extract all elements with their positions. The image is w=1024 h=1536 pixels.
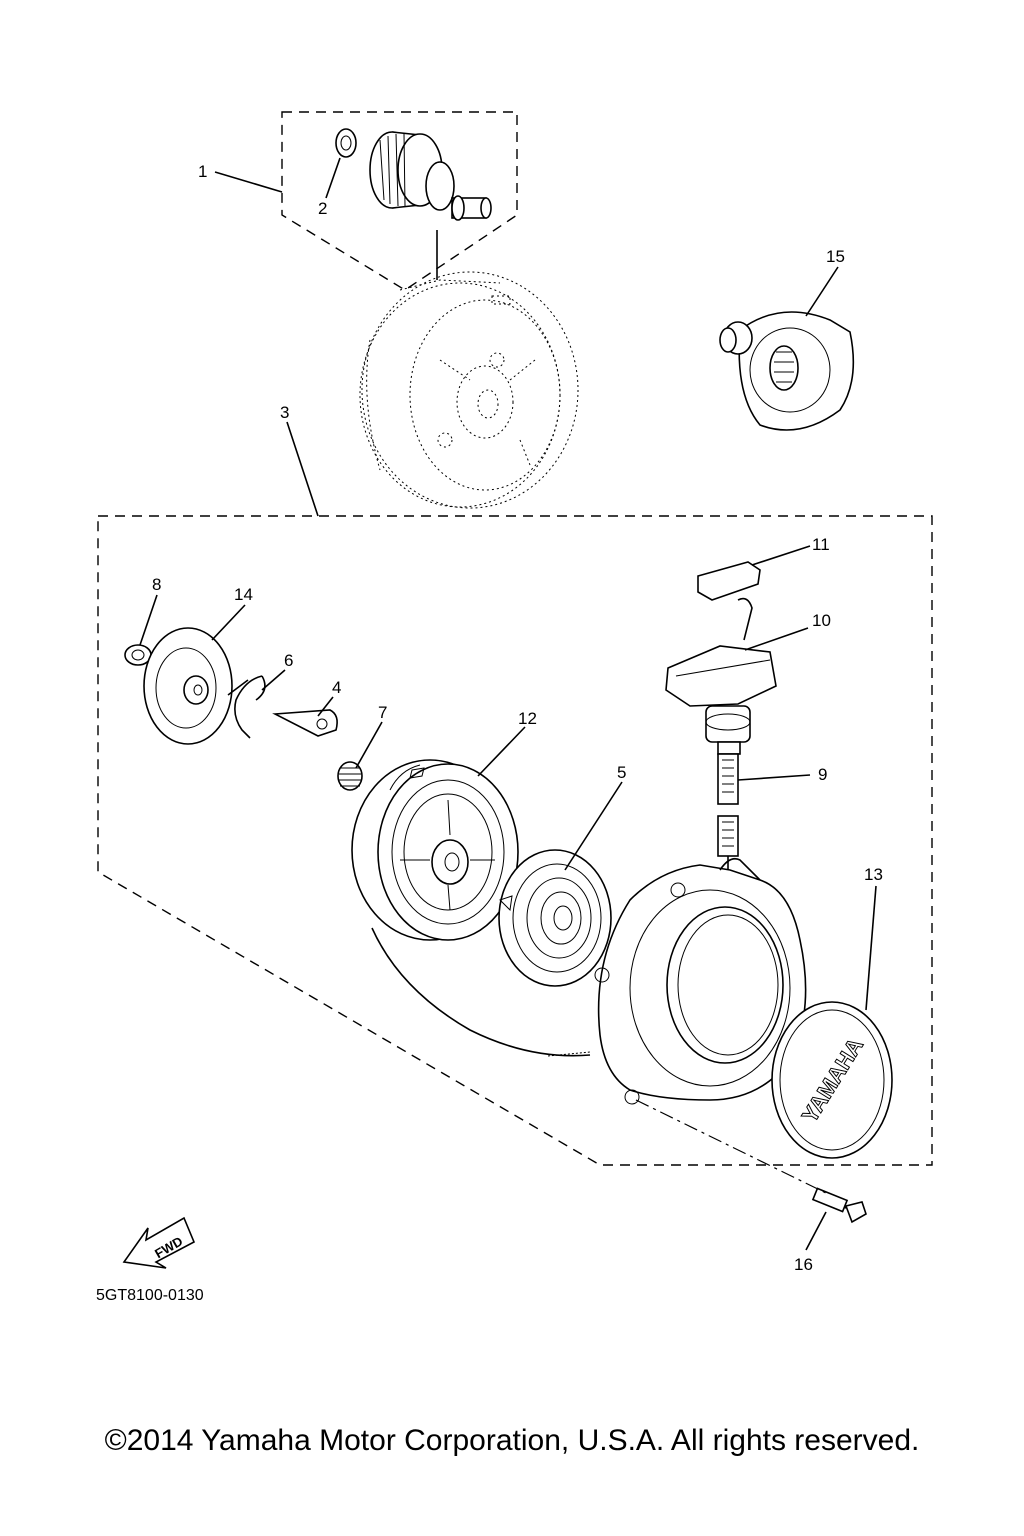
callout-2: 2 [318,199,327,218]
callout-12: 12 [518,709,537,728]
callout-3: 3 [280,403,289,422]
part-11-handle-cap [697,561,761,601]
part-10-starter-handle [665,597,777,755]
leader-lines [139,157,877,1251]
part-4-pawl [272,709,338,737]
part-9-rope [717,753,739,878]
group-3-dashed-box [97,515,933,1166]
part-16-bolt [811,1187,867,1224]
callout-6: 6 [284,651,293,670]
callout-15: 15 [826,247,845,266]
recoil-starter-housing [594,857,807,1105]
callout-9: 9 [818,765,827,784]
callout-10: 10 [812,611,831,630]
callout-14: 14 [234,585,253,604]
part-13-emblem: YAMAHA [771,1001,893,1159]
part-15-starter-pulley [719,311,855,431]
callout-11: 11 [812,535,830,554]
group-1-dashed-box [281,111,518,291]
fwd-arrow-icon: FWD [122,1216,196,1269]
callout-5: 5 [617,763,626,782]
part-3-flywheel [359,271,579,509]
part-5-spiral-spring [498,849,612,987]
part-6-spring-clip [227,675,266,739]
starter-rope [371,927,591,1057]
callout-13: 13 [864,865,883,884]
part-7-coil-spring [337,761,363,791]
part-12-rope-drum [351,759,519,941]
diagram-code: 5GT8100-0130 [96,1287,204,1304]
part-14-plate [143,627,233,745]
callout-4: 4 [332,678,341,697]
callout-8: 8 [152,575,161,594]
copyright-notice: ©2014 Yamaha Motor Corporation, U.S.A. A… [105,1424,920,1457]
callout-7: 7 [378,703,387,722]
part-2-washer [335,128,357,158]
callout-1: 1 [198,162,207,181]
part-1-starter-clutch [369,131,492,221]
part-8-nut [124,644,152,666]
callout-16: 16 [794,1255,813,1274]
